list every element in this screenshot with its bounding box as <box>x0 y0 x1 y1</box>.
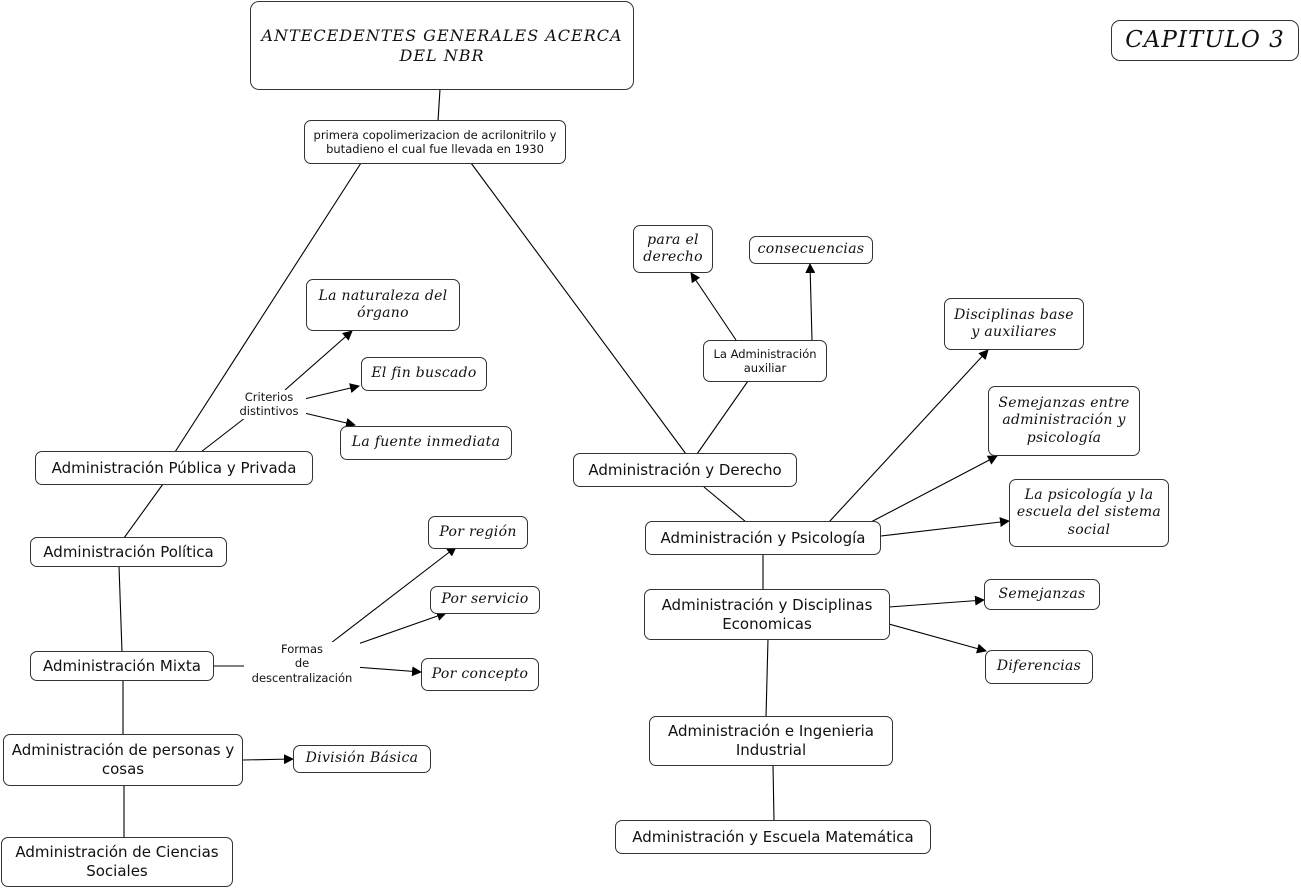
adm-ingenieria-text: Administración e Ingenieria Industrial <box>667 722 874 759</box>
adm-publica-text: Administración Pública y Privada <box>51 458 297 477</box>
naturaleza-node[interactable]: La naturaleza del órgano <box>306 279 460 331</box>
adm-psicologia-node[interactable]: Administración y Psicología <box>645 521 881 555</box>
division-text: División Básica <box>305 750 419 767</box>
adm-matematica-node[interactable]: Administración y Escuela Matemática <box>615 820 931 854</box>
diferencias-node[interactable]: Diferencias <box>985 650 1093 684</box>
por-region-node[interactable]: Por región <box>428 516 528 549</box>
por-concepto-node[interactable]: Por concepto <box>421 658 539 691</box>
consecuencias-node[interactable]: consecuencias <box>749 236 873 264</box>
por-servicio-text: Por servicio <box>441 591 529 608</box>
por-concepto-text: Por concepto <box>431 665 529 682</box>
adm-publica-node[interactable]: Administración Pública y Privada <box>35 451 313 485</box>
adm-auxiliar-text: La Administración auxiliar <box>713 346 817 375</box>
adm-psicologia-text: Administración y Psicología <box>660 528 866 547</box>
adm-auxiliar-node[interactable]: La Administración auxiliar <box>703 340 827 382</box>
adm-ingenieria-node[interactable]: Administración e Ingenieria Industrial <box>649 716 893 766</box>
fin-text: El fin buscado <box>371 365 477 382</box>
adm-economicas-text: Administración y Disciplinas Economicas <box>661 595 873 633</box>
title-text: ANTECEDENTES GENERALES ACERCA DEL NBR <box>261 25 623 65</box>
division-node[interactable]: División Básica <box>293 745 431 773</box>
psicologia-escuela-node[interactable]: La psicología y la escuela del sistema s… <box>1009 479 1169 547</box>
para-derecho-node[interactable]: para el derecho <box>633 225 713 273</box>
fuente-node[interactable]: La fuente inmediata <box>340 426 512 460</box>
por-servicio-node[interactable]: Por servicio <box>430 586 540 614</box>
primera-text: primera copolimerizacion de acrilonitril… <box>313 127 557 156</box>
psicologia-escuela-text: La psicología y la escuela del sistema s… <box>1016 486 1162 538</box>
adm-politica-text: Administración Política <box>43 542 214 561</box>
fuente-text: La fuente inmediata <box>351 434 501 451</box>
diferencias-text: Diferencias <box>996 658 1082 675</box>
adm-economicas-node[interactable]: Administración y Disciplinas Economicas <box>644 589 890 640</box>
disciplinas-base-text: Disciplinas base y auxiliares <box>954 306 1074 341</box>
chapter-label[interactable]: CAPITULO 3 <box>1111 20 1299 61</box>
fin-node[interactable]: El fin buscado <box>361 357 487 391</box>
adm-ciencias-text: Administración de Ciencias Sociales <box>15 843 219 880</box>
adm-mixta-node[interactable]: Administración Mixta <box>30 651 214 681</box>
semejanzas-adm-node[interactable]: Semejanzas entre administración y psicol… <box>988 386 1140 456</box>
por-region-text: Por región <box>439 523 517 540</box>
semejanzas-node[interactable]: Semejanzas <box>984 579 1100 610</box>
adm-mixta-text: Administración Mixta <box>43 656 201 675</box>
title-node[interactable]: ANTECEDENTES GENERALES ACERCA DEL NBR <box>250 1 634 90</box>
consecuencias-text: consecuencias <box>757 241 865 258</box>
para-derecho-text: para el derecho <box>643 231 703 266</box>
criterios-label: Criterios distintivos <box>232 390 306 419</box>
adm-personas-text: Administración de personas y cosas <box>11 741 235 778</box>
primera-node[interactable]: primera copolimerizacion de acrilonitril… <box>304 120 566 164</box>
formas-label: Formas de descentralización <box>244 642 360 686</box>
adm-derecho-node[interactable]: Administración y Derecho <box>573 453 797 487</box>
adm-matematica-text: Administración y Escuela Matemática <box>632 827 914 846</box>
adm-derecho-text: Administración y Derecho <box>588 460 782 479</box>
chapter-text: CAPITULO 3 <box>1125 27 1285 54</box>
semejanzas-text: Semejanzas <box>998 585 1086 602</box>
adm-politica-node[interactable]: Administración Política <box>30 537 227 567</box>
semejanzas-adm-text: Semejanzas entre administración y psicol… <box>998 394 1130 446</box>
adm-ciencias-node[interactable]: Administración de Ciencias Sociales <box>1 837 233 887</box>
adm-personas-node[interactable]: Administración de personas y cosas <box>3 734 243 786</box>
naturaleza-text: La naturaleza del órgano <box>318 287 448 322</box>
disciplinas-base-node[interactable]: Disciplinas base y auxiliares <box>944 298 1084 350</box>
